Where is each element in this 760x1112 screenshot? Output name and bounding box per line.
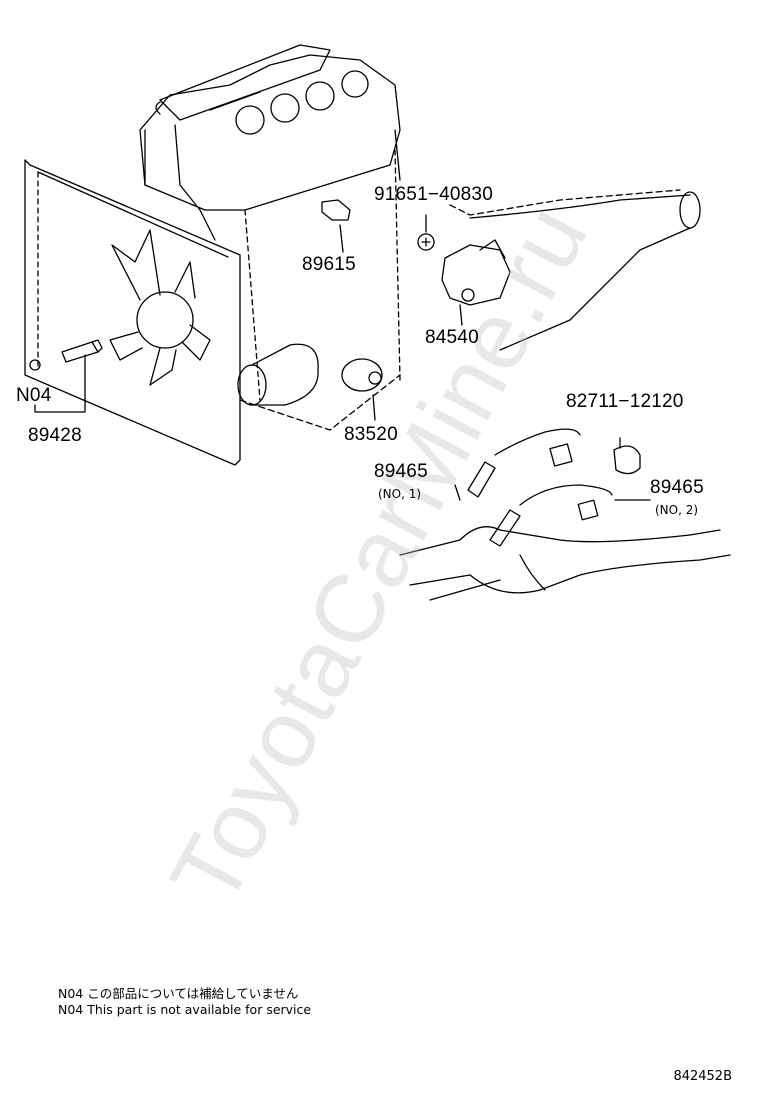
note-japanese: N04 この部品については補給していません <box>58 986 299 1001</box>
oxygen-sensor-no1 <box>454 428 581 501</box>
part-label-n04[interactable]: N04 <box>16 385 52 406</box>
cooling-fan <box>109 229 211 386</box>
exhaust-pipe <box>399 526 731 601</box>
diagram-code: 842452B <box>673 1069 732 1084</box>
note-english: N04 This part is not available for servi… <box>58 1002 312 1017</box>
part-label-89428[interactable]: 89428 <box>28 425 82 446</box>
radiator <box>24 159 241 466</box>
part-sublabel-no2: (NO, 2) <box>655 503 699 517</box>
pulley-housing <box>237 189 681 431</box>
transmission <box>469 191 701 351</box>
part-label-84540[interactable]: 84540 <box>425 327 479 348</box>
part-label-89465-no1[interactable]: 89465 <box>374 461 428 482</box>
bolt-icon <box>417 214 435 251</box>
knock-sensor <box>341 358 383 421</box>
wire-clamp <box>613 437 641 475</box>
oil-pressure-switch <box>321 199 351 253</box>
oxygen-sensor-no2 <box>489 484 651 547</box>
part-label-89465-no2[interactable]: 89465 <box>650 477 704 498</box>
water-temp-sensor <box>29 339 103 413</box>
part-label-91651-40830[interactable]: 91651−40830 <box>374 184 493 205</box>
part-label-89615[interactable]: 89615 <box>302 254 356 275</box>
part-sublabel-no1: (NO, 1) <box>378 487 422 501</box>
engine-block <box>139 44 401 401</box>
throttle-sensor <box>441 239 511 326</box>
part-label-82711-12120[interactable]: 82711−12120 <box>566 391 684 412</box>
part-label-83520[interactable]: 83520 <box>344 424 398 445</box>
